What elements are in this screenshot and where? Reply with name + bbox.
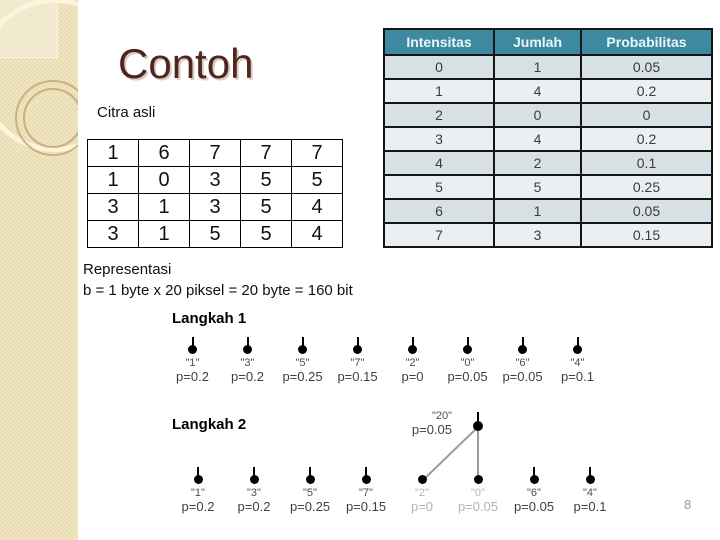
citra-asli-label: Citra asli (97, 104, 156, 121)
node-stem (253, 467, 255, 476)
header-probabilitas: Probabilitas (580, 28, 713, 56)
table-row: 7 3 0.15 (383, 222, 713, 248)
pixel-grid-row: 1 0 3 5 5 (87, 166, 343, 194)
langkah1-diagram: "1" p=0.2 "3" p=0.2 "5" p=0.25 "7" p=0.1… (165, 337, 605, 384)
tan-circle-inner-decoration (23, 88, 78, 148)
langkah2-heading: Langkah 2 (172, 416, 247, 433)
node-stem (309, 467, 311, 476)
node-stem (197, 467, 199, 476)
frequency-table: Intensitas Jumlah Probabilitas 0 1 0.05 … (383, 28, 713, 248)
node-stem (246, 337, 249, 346)
tree-node: "0" p=0.05 (440, 337, 495, 384)
page-title: Contoh (118, 40, 254, 87)
node-dot (193, 475, 203, 484)
node-stem (356, 337, 359, 346)
node-dot (353, 345, 362, 354)
node-stem (191, 337, 194, 346)
header-intensitas: Intensitas (383, 28, 495, 56)
tree-node: "6" p=0.05 (506, 467, 562, 514)
table-row: 2 0 0 (383, 102, 713, 128)
pixel-grid-row: 3 1 3 5 4 (87, 193, 343, 221)
frequency-table-header-row: Intensitas Jumlah Probabilitas (383, 28, 713, 56)
node-dot (298, 345, 307, 354)
representasi-line2: b = 1 byte x 20 piksel = 20 byte = 160 b… (83, 282, 353, 299)
tree-node: "7" p=0.15 (330, 337, 385, 384)
pixel-grid-table: 1 6 7 7 7 1 0 3 5 5 3 1 3 5 4 3 (87, 139, 343, 248)
page-number: 8 (684, 497, 692, 512)
node-stem (589, 467, 591, 476)
tree-node: "7" p=0.15 (338, 467, 394, 514)
node-stem (521, 337, 524, 346)
table-row: 0 1 0.05 (383, 54, 713, 80)
table-row: 1 4 0.2 (383, 78, 713, 104)
node-stem (576, 337, 579, 346)
merged-node-label: "20" p=0.05 (411, 410, 452, 437)
node-dot (305, 475, 315, 484)
header-jumlah: Jumlah (493, 28, 582, 56)
tree-node: "4" p=0.1 (562, 467, 618, 514)
node-dot (417, 475, 427, 484)
node-dot (473, 475, 483, 484)
pixel-grid-row: 1 6 7 7 7 (87, 139, 343, 167)
node-dot (361, 475, 371, 484)
table-row: 6 1 0.05 (383, 198, 713, 224)
node-stem (477, 412, 479, 421)
representasi-text: Representasi b = 1 byte x 20 piksel = 20… (83, 259, 353, 301)
tree-node: "1" p=0.2 (170, 467, 226, 514)
node-dot (463, 345, 472, 354)
tree-node-merged: "0" p=0.05 (450, 467, 506, 514)
node-stem (411, 337, 414, 346)
langkah2-diagram: "1" p=0.2 "3" p=0.2 "5" p=0.25 "7" p=0.1… (170, 467, 618, 514)
tree-node: "5" p=0.25 (275, 337, 330, 384)
node-dot (529, 475, 539, 484)
node-stem (533, 467, 535, 476)
langkah1-heading: Langkah 1 (172, 310, 247, 327)
tree-node: "3" p=0.2 (220, 337, 275, 384)
node-dot (585, 475, 595, 484)
node-stem (365, 467, 367, 476)
tree-node: "6" p=0.05 (495, 337, 550, 384)
tree-node: "4" p=0.1 (550, 337, 605, 384)
node-dot (518, 345, 527, 354)
representasi-line1: Representasi (83, 261, 172, 278)
tree-node: "2" p=0 (385, 337, 440, 384)
tree-node: "1" p=0.2 (165, 337, 220, 384)
node-dot (573, 345, 582, 354)
tree-node: "3" p=0.2 (226, 467, 282, 514)
node-dot (249, 475, 259, 484)
tree-node-merged: "2" p=0 (394, 467, 450, 514)
node-dot (188, 345, 197, 354)
table-row: 4 2 0.1 (383, 150, 713, 176)
merged-node-dot (473, 421, 483, 431)
pixel-grid-row: 3 1 5 5 4 (87, 220, 343, 248)
node-dot (243, 345, 252, 354)
table-row: 5 5 0.25 (383, 174, 713, 200)
table-row: 3 4 0.2 (383, 126, 713, 152)
tan-circle-outer-decoration (15, 80, 78, 156)
sidebar-decoration (0, 0, 78, 540)
node-stem (466, 337, 469, 346)
tree-node: "5" p=0.25 (282, 467, 338, 514)
node-stem (301, 337, 304, 346)
node-dot (408, 345, 417, 354)
